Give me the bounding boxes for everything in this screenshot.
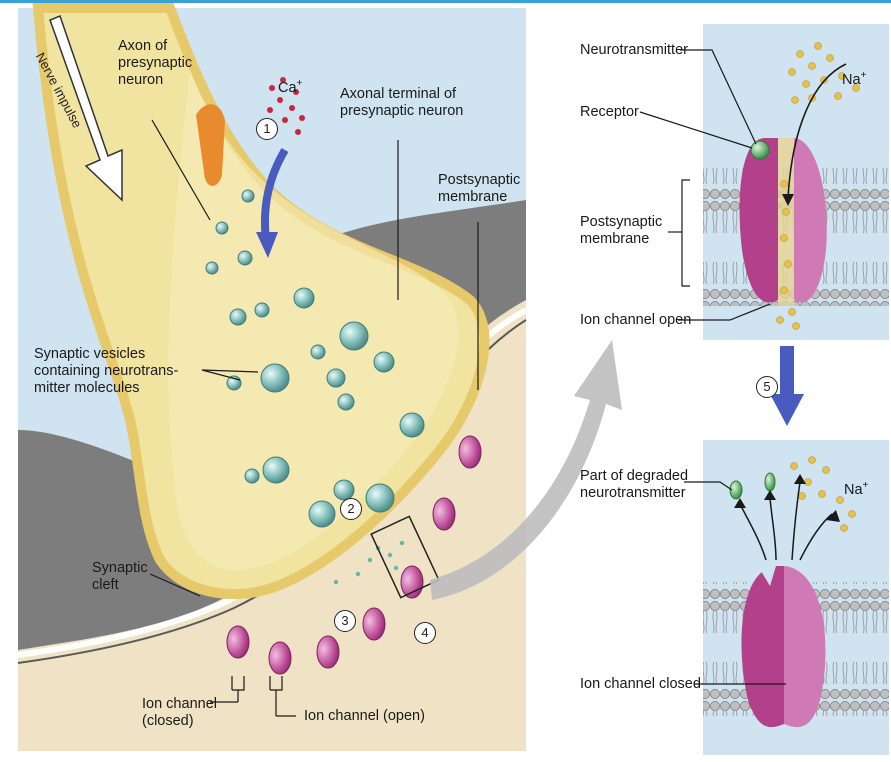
receptor-label: Receptor xyxy=(580,104,639,121)
step-2-marker: 2 xyxy=(340,498,362,520)
ion-channel-open-right-label: Ion channel open xyxy=(580,312,691,329)
step-5-marker: 5 xyxy=(756,376,778,398)
ion-channel-open-left-label: Ion channel (open) xyxy=(304,708,425,725)
step-4-marker: 4 xyxy=(414,622,436,644)
neurotransmitter-label: Neurotransmitter xyxy=(580,42,688,59)
axonal-terminal-label: Axonal terminal of presynaptic neuron xyxy=(340,86,463,120)
step-3-marker: 3 xyxy=(334,610,356,632)
degraded-neurotransmitter-label: Part of degraded neurotransmitter xyxy=(580,468,688,502)
postsynaptic-membrane-right-label: Postsynaptic membrane xyxy=(580,214,662,248)
calcium-label: Ca+ xyxy=(278,58,302,97)
synaptic-cleft-label: Synaptic cleft xyxy=(92,560,148,594)
sodium-label-top: Na+ xyxy=(842,50,866,89)
ion-channel-closed-left-label: Ion channel (closed) xyxy=(142,696,217,730)
sodium-label-bottom: Na+ xyxy=(844,460,868,499)
synaptic-vesicles-label: Synaptic vesicles containing neurotrans-… xyxy=(34,346,178,397)
ion-channel-closed-right-label: Ion channel closed xyxy=(580,676,701,693)
postsynaptic-membrane-left-label: Postsynaptic membrane xyxy=(438,172,520,206)
axon-label: Axon of presynaptic neuron xyxy=(118,38,192,89)
step-1-marker: 1 xyxy=(256,118,278,140)
